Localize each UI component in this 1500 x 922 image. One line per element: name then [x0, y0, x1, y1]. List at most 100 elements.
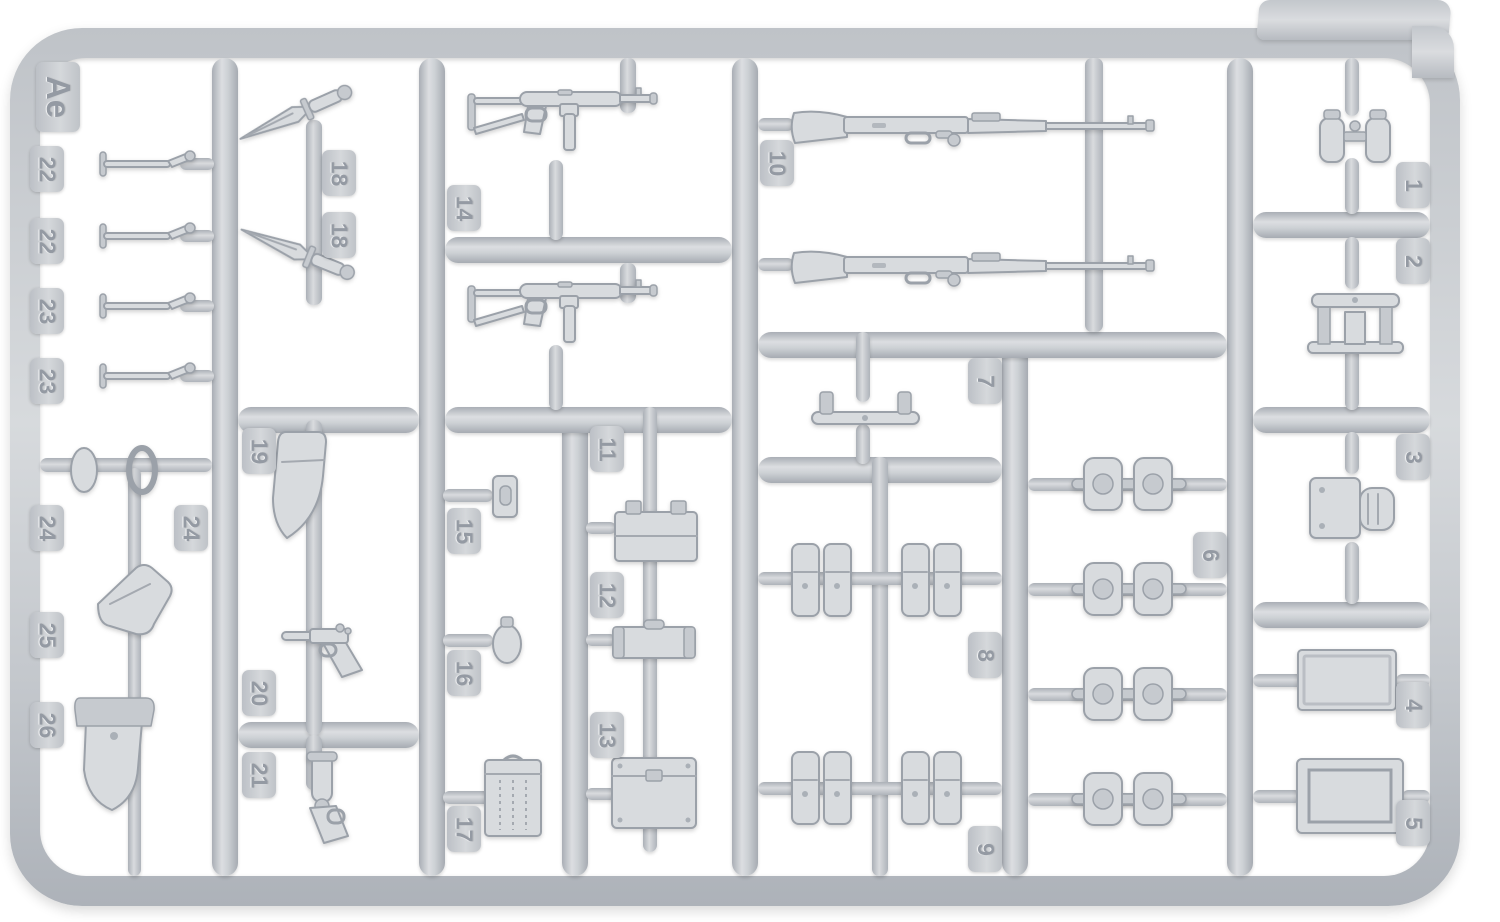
runner-stub	[1402, 790, 1430, 803]
mp40-smg-part	[462, 262, 672, 357]
runner-stub	[549, 345, 563, 410]
part-number: 20	[246, 680, 273, 706]
runner-horizontal	[1253, 212, 1430, 238]
runner-horizontal	[445, 237, 732, 263]
runner-stub	[586, 788, 616, 800]
runner-stub	[549, 160, 563, 240]
part-number: 14	[451, 195, 478, 221]
part-number: 19	[246, 438, 273, 464]
part-number-tag: 6	[1193, 532, 1227, 578]
canteen-part	[490, 615, 524, 670]
runner-horizontal	[238, 722, 419, 748]
part-number: 21	[246, 762, 273, 788]
bayonet-part	[233, 75, 364, 156]
part-number: 10	[764, 150, 791, 176]
ammo-pouch-pair-part	[790, 748, 854, 833]
flare-pistol-part	[288, 750, 363, 850]
part-number: 22	[34, 228, 61, 254]
ammo-crate-part	[612, 496, 700, 569]
part-number: 26	[34, 712, 61, 738]
part-number: 5	[1400, 816, 1427, 830]
part-number: 8	[972, 648, 999, 662]
part-number-tag: 23	[30, 288, 64, 334]
holster-part	[268, 428, 338, 548]
ammo-pouch-pair-part	[900, 748, 964, 833]
part-number: 6	[1197, 548, 1224, 562]
runner-stub	[1253, 790, 1301, 803]
part-number: 23	[34, 298, 61, 324]
runner-stub	[443, 791, 493, 804]
part-number-tag: 19	[242, 428, 276, 474]
part-number-tag: 7	[968, 358, 1002, 404]
binoculars-part	[1312, 108, 1400, 175]
runner-horizontal	[758, 332, 1227, 358]
runner-vertical	[1002, 345, 1028, 876]
part-number: 17	[451, 816, 478, 842]
part-number-tag: 2	[1396, 238, 1430, 284]
gun-mount-part	[1298, 282, 1413, 362]
part-number: 11	[594, 436, 621, 462]
runner-stub	[443, 489, 493, 502]
part-number-tag: 5	[1396, 800, 1430, 846]
runner-stub	[1345, 348, 1359, 410]
part-number: 16	[451, 660, 478, 686]
part-number-tag: 3	[1396, 434, 1430, 480]
canvas-cover-part	[88, 560, 178, 645]
drum-magazine-pair-part	[1070, 455, 1188, 518]
part-number-tag: 8	[968, 632, 1002, 678]
gun-cradle-part	[808, 388, 923, 433]
runner-horizontal	[1253, 407, 1430, 433]
kar98k-rifle-part	[788, 235, 1168, 302]
kar98k-rifle-part	[788, 95, 1168, 162]
part-number: 7	[972, 374, 999, 388]
runner-stub	[758, 258, 794, 271]
part-number-tag: 24	[174, 505, 208, 551]
runner-stub	[1345, 158, 1359, 214]
part-number-tag: 15	[447, 508, 481, 554]
sprue-code: Ae	[40, 75, 77, 119]
part-number: 4	[1400, 698, 1427, 712]
part-number-tag: 11	[590, 426, 624, 472]
part-number: 18	[326, 160, 353, 186]
part-number-tag: 18	[322, 150, 356, 196]
part-number: 15	[451, 518, 478, 544]
part-number-tag: 18	[322, 212, 356, 258]
part-number-tag: 9	[968, 826, 1002, 872]
pistol-part	[278, 620, 368, 685]
flat-panel-part	[1296, 648, 1398, 717]
runner-stub	[872, 457, 888, 876]
runner-horizontal	[1253, 602, 1430, 628]
part-number-tag: 13	[590, 712, 624, 758]
stowage-box-part	[1294, 756, 1406, 841]
runner-stub	[856, 424, 870, 464]
part-number: 23	[34, 368, 61, 394]
part-number-tag: 16	[447, 650, 481, 696]
ammo-box-part	[610, 618, 698, 667]
part-number-tag: 22	[30, 146, 64, 192]
part-number-tag: 4	[1396, 682, 1430, 728]
runner-stub	[758, 118, 794, 131]
crank-rod-part	[92, 290, 197, 327]
part-number-tag: 1	[1396, 162, 1430, 208]
part-number: 24	[178, 515, 205, 541]
drum-magazine-pair-part	[1070, 665, 1188, 728]
part-number-tag: 10	[760, 140, 794, 186]
crank-rod-part	[92, 148, 197, 185]
part-number: 1	[1400, 178, 1427, 192]
part-number-tag: 24	[30, 505, 64, 551]
runner-stub	[586, 634, 616, 646]
runner-vertical	[419, 58, 445, 876]
part-number: 22	[34, 156, 61, 182]
drum-magazine-pair-part	[1070, 560, 1188, 623]
mp40-smg-part	[462, 70, 672, 165]
part-number: 24	[34, 515, 61, 541]
part-number-tag: 26	[30, 702, 64, 748]
crank-rod-part	[92, 360, 197, 397]
runner-stub	[586, 522, 616, 534]
part-number: 9	[972, 842, 999, 856]
part-number: 12	[594, 582, 621, 608]
runner-stub	[443, 634, 493, 647]
runner-vertical	[212, 58, 238, 876]
ammo-box-part	[608, 748, 700, 837]
